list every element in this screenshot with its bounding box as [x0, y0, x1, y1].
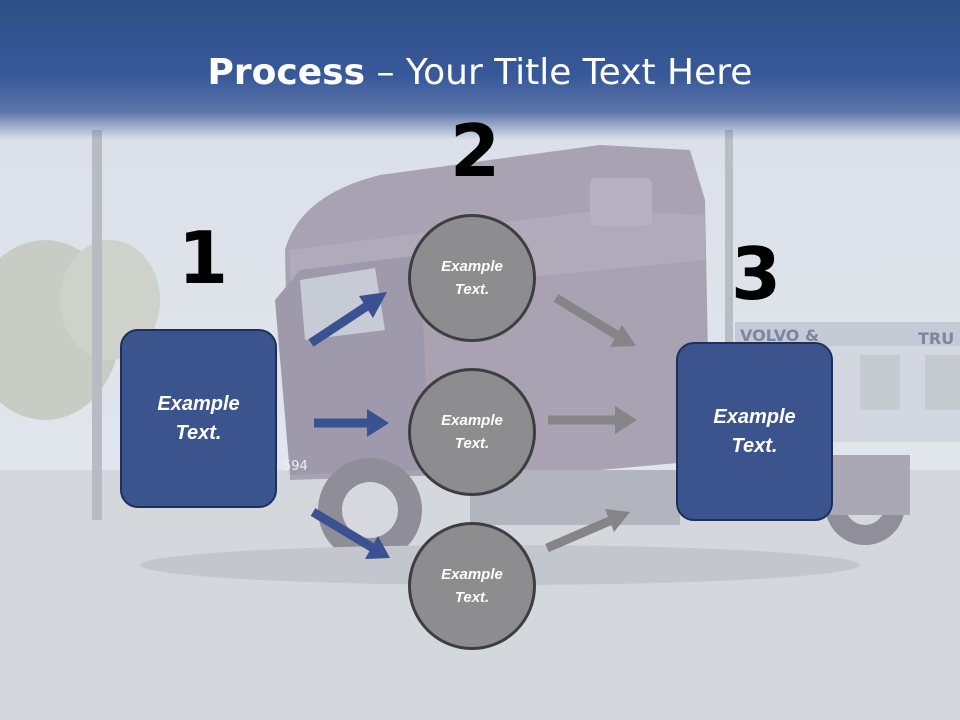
title-banner [0, 0, 960, 140]
title-bold: Process [207, 52, 366, 93]
right-box-line2: Text. [731, 434, 778, 457]
circle-middle-line2: Text. [454, 435, 490, 452]
circle-top-line1: Example [441, 258, 503, 275]
sign-text: VOLVO & [740, 326, 819, 345]
left-box-line1: Example [157, 392, 240, 415]
step-number-1: 1 [178, 216, 229, 300]
circle-top-line2: Text. [454, 281, 490, 298]
gray-arrow-down [553, 294, 636, 347]
slide-title: Process – Your Title Text Here [0, 52, 960, 93]
gray-arrow-up [545, 509, 630, 553]
step-number-2: 2 [450, 109, 501, 193]
circle-bottom-line2: Text. [454, 589, 490, 606]
circle-middle-line1: Example [441, 412, 503, 429]
truck-number: 594 [283, 459, 308, 474]
left-box-line2: Text. [175, 421, 222, 444]
right-box-line1: Example [713, 405, 796, 428]
step-number-3: 3 [731, 232, 782, 316]
blue-arrow-right [314, 409, 389, 437]
gray-arrow-right [548, 406, 637, 434]
circle-bottom-line1: Example [441, 566, 503, 583]
sign-text-2: TRU [918, 329, 954, 348]
blue-arrow-down [310, 508, 390, 559]
title-rest: – Your Title Text Here [365, 52, 753, 93]
blue-arrow-up [308, 292, 387, 347]
